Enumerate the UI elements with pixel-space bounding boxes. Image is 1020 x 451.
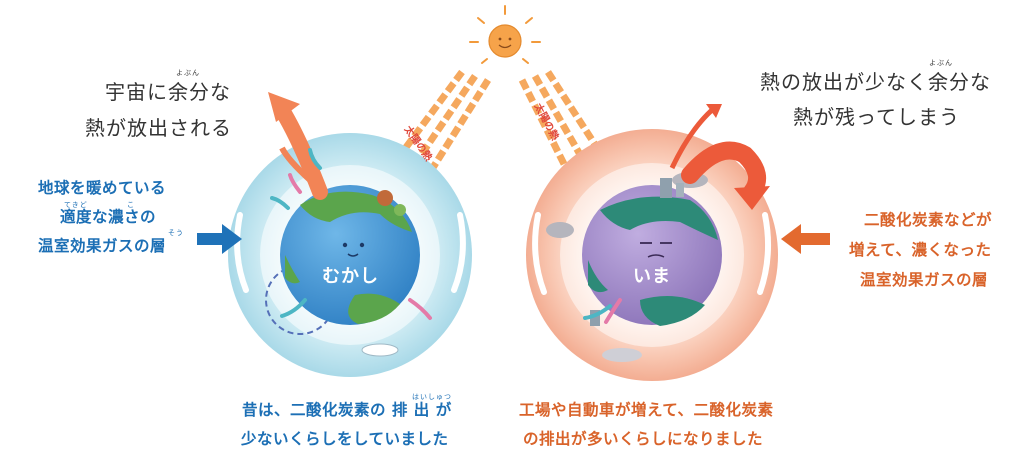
left-top-line-1: 宇宙に余分な	[105, 80, 231, 104]
right-top-line-1: 熱の放出が少なく余分な	[760, 70, 991, 94]
left-side-line-3: 温室効果ガスの層	[38, 237, 167, 255]
small-arrows-right	[583, 298, 622, 324]
left-side-line-2: 適度な濃さの	[60, 208, 157, 226]
bottom-left-ruby: はいしゅつ	[412, 393, 452, 401]
left-side-ruby-1: てきど	[64, 201, 88, 209]
bottom-right-line-2: の排出が多いくらしになりました	[523, 430, 764, 448]
heat-trapped-arrow-right	[669, 104, 770, 210]
bottom-left-line-2: 少ないくらしをしていました	[241, 430, 449, 448]
right-side-line-2: 増えて、濃くなった	[849, 241, 992, 259]
globe-label-present: いま	[633, 266, 671, 287]
arrow-to-left-layer	[197, 224, 242, 254]
right-side-line-1: 二酸化炭素などが	[864, 211, 993, 229]
bottom-right-line-1: 工場や自動車が増えて、二酸化炭素	[519, 401, 774, 419]
right-side-line-3: 温室効果ガスの層	[860, 271, 989, 289]
earth-globe-present	[582, 178, 722, 326]
sun-icon	[469, 5, 541, 64]
left-top-ruby: よぶん	[176, 69, 200, 77]
right-top-ruby: よぶん	[929, 59, 953, 67]
bottom-left-line-1: 昔は、二酸化炭素の 排 出 が	[242, 401, 452, 419]
small-arrows-left	[270, 148, 432, 320]
left-top-line-2: 熱が放出される	[85, 116, 232, 140]
heat-escape-arrow-left	[268, 92, 328, 200]
left-side-ruby-3: そう	[168, 229, 184, 237]
left-side-ruby-2: こ	[127, 201, 135, 209]
right-top-line-2: 熱が残ってしまう	[793, 105, 960, 129]
arrow-to-right-layer	[781, 224, 830, 254]
earth-globe-past	[280, 185, 420, 325]
globe-label-past: むかし	[322, 266, 379, 287]
left-side-line-1: 地球を暖めている	[38, 179, 167, 197]
